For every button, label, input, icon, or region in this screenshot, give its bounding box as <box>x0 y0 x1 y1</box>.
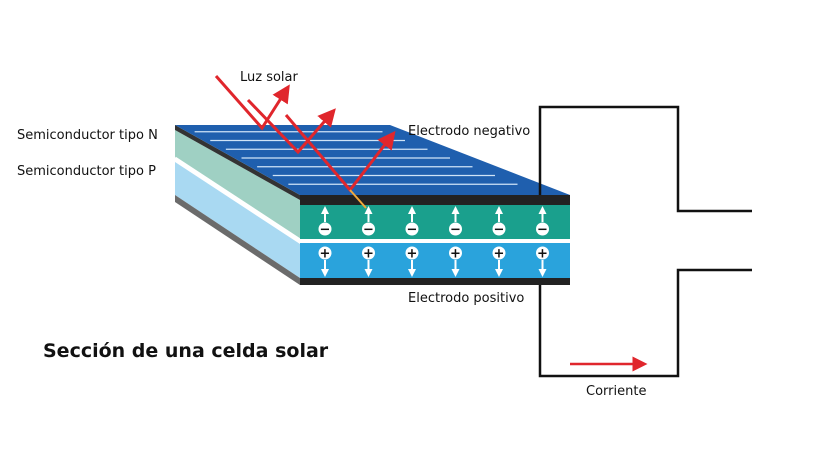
diagram-title: Sección de una celda solar <box>43 340 329 362</box>
sunlight-rays <box>214 75 396 209</box>
hole-charge: + <box>449 246 462 262</box>
svg-text:−: − <box>450 223 461 238</box>
electron-charge: − <box>492 222 506 238</box>
bottom-electrode-side-face <box>175 195 300 285</box>
electron-charge: − <box>449 222 462 238</box>
positive-electrode-label: Electrodo positivo <box>408 291 525 306</box>
junction-line <box>300 239 570 243</box>
n-semiconductor-label: Semiconductor tipo N <box>17 128 158 143</box>
top-electrode <box>300 195 570 205</box>
photon-entry <box>349 189 367 209</box>
hole-charge: + <box>405 246 419 262</box>
hole-charge: + <box>492 246 506 262</box>
current-label: Corriente <box>586 384 647 399</box>
external-circuit-wire <box>538 105 752 213</box>
hole-charge: + <box>318 246 332 262</box>
svg-text:−: − <box>363 223 374 238</box>
p-layer-side-face <box>175 162 300 278</box>
sunlight-ray-2 <box>246 98 336 155</box>
panel-grid-lines <box>194 131 518 185</box>
electron-charge: − <box>405 222 419 238</box>
electron-charge: − <box>362 222 375 238</box>
sunlight-label: Luz solar <box>240 70 298 85</box>
svg-text:−: − <box>494 223 505 238</box>
svg-text:+: + <box>363 247 374 262</box>
p-semiconductor-label: Semiconductor tipo P <box>17 164 156 179</box>
electron-charge: − <box>318 222 332 238</box>
svg-text:+: + <box>407 247 418 262</box>
hole-charge: + <box>362 246 375 262</box>
n-type-layer <box>300 205 570 239</box>
svg-text:+: + <box>537 247 548 262</box>
n-layer-side-face <box>175 130 300 240</box>
top-electrode-side-face <box>175 125 300 200</box>
external-circuit-wire-lower <box>538 268 752 378</box>
svg-text:−: − <box>537 223 548 238</box>
electron-charge: − <box>536 222 549 238</box>
svg-text:+: + <box>320 247 331 262</box>
svg-text:−: − <box>320 223 331 238</box>
bottom-electrode <box>300 278 570 285</box>
p-type-layer <box>300 243 570 278</box>
svg-text:+: + <box>494 247 505 262</box>
charge-carriers: − + − + − + − + − + − + <box>318 206 549 277</box>
hole-charge: + <box>536 246 549 262</box>
sunlight-ray-1 <box>214 75 290 131</box>
svg-text:−: − <box>407 223 418 238</box>
svg-text:+: + <box>450 247 461 262</box>
negative-electrode-label: Electrodo negativo <box>408 124 531 139</box>
